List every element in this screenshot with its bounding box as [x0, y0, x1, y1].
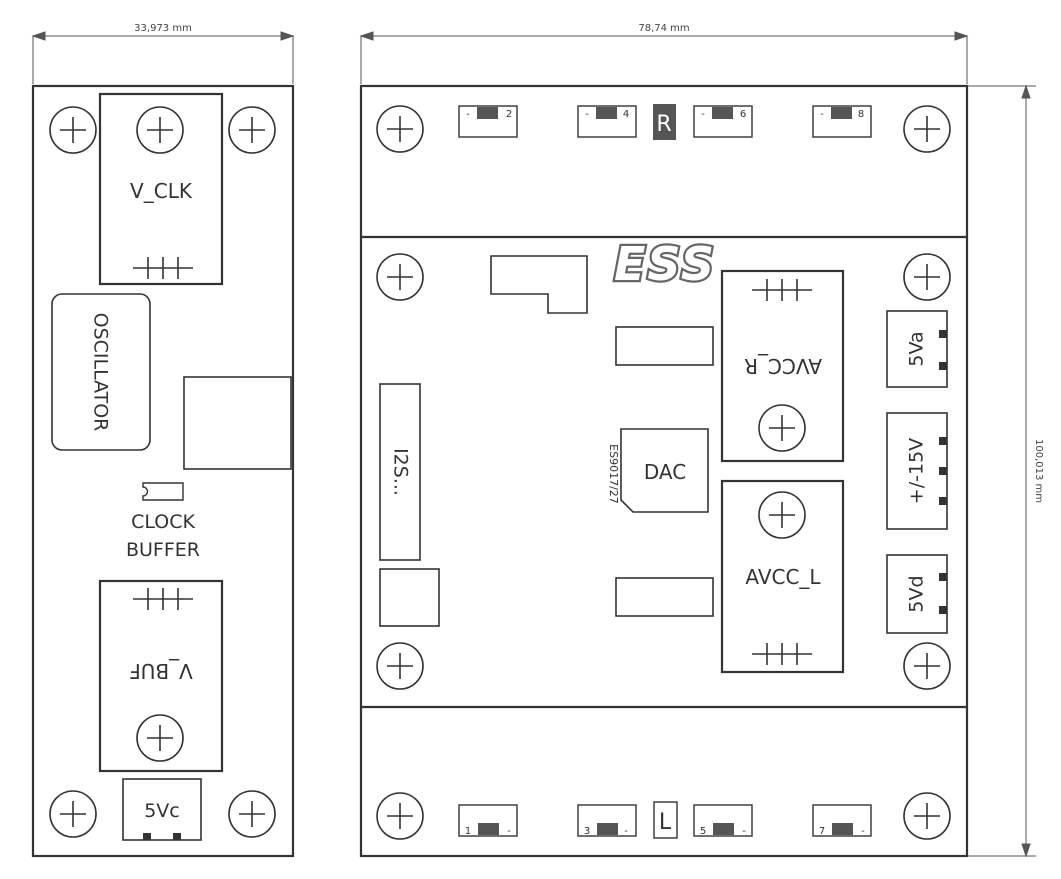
oscillator-outline	[51, 293, 151, 451]
svg-text:5Va: 5Va	[906, 331, 928, 366]
channel-l-badge	[653, 801, 678, 839]
screw-hole-icon	[758, 404, 806, 452]
connector-5vd: 5Vd	[886, 554, 948, 634]
dimension-right-width	[359, 31, 969, 84]
connector-5vc-label: 5Vc	[144, 800, 180, 822]
dac-chip	[620, 428, 709, 513]
connector-pin-icon	[173, 833, 181, 840]
svg-text:7: 7	[819, 826, 825, 837]
connector-5va: 5Va	[886, 310, 948, 388]
v-clk-regulator	[98, 92, 224, 286]
dimension-right-width-label: 78,74 mm	[638, 23, 689, 34]
svg-text:-: -	[861, 826, 865, 837]
connector-15v: +/-15V	[886, 412, 948, 530]
screw-hole-icon	[903, 253, 951, 301]
component-block	[615, 577, 714, 617]
dimension-height-label: 100,013 mm	[1033, 439, 1044, 503]
channel-l-label: L	[659, 810, 672, 835]
dac-label: DAC	[644, 460, 686, 484]
avcc-l-label: AVCC_L	[745, 565, 821, 589]
screw-hole-icon	[49, 106, 97, 154]
svg-text:4: 4	[623, 109, 629, 120]
screw-hole-icon	[376, 105, 424, 153]
svg-text:8: 8	[858, 109, 864, 120]
clock-buffer-label-line2: BUFFER	[126, 539, 200, 561]
v-clk-label: V_CLK	[130, 179, 193, 203]
svg-text:-: -	[585, 109, 589, 120]
svg-text:-: -	[701, 109, 705, 120]
pin-header-icon	[132, 587, 194, 611]
right-board: - 2 - 4 - 6 - 8 R ESS	[359, 84, 969, 858]
i2s-header	[379, 383, 421, 561]
pin-header-icon	[751, 642, 813, 666]
dimension-height	[968, 84, 1036, 858]
svg-text:2: 2	[506, 109, 512, 120]
chip-part-number: ES9017/27	[607, 444, 620, 504]
screw-hole-icon	[903, 642, 951, 690]
top-output-4: - 4	[577, 105, 637, 138]
screw-hole-icon	[903, 792, 951, 840]
l-shaped-header	[490, 255, 588, 314]
screw-hole-icon	[136, 106, 184, 154]
top-output-6: - 6	[693, 105, 753, 138]
svg-text:5: 5	[700, 826, 706, 837]
avcc-r-regulator	[720, 269, 845, 463]
screw-hole-icon	[136, 714, 184, 762]
clock-buffer-chip-icon	[142, 482, 184, 501]
left-board: V_CLK OSCILLATOR CLOCK BUFFER V_BUF 5Vc	[31, 84, 295, 858]
avcc-r-label: AVCC_R	[744, 354, 822, 378]
clock-buffer-label-line1: CLOCK	[131, 511, 195, 533]
i2s-label: I2S...	[390, 448, 412, 496]
top-output-2: - 2	[458, 105, 518, 138]
connector-5vc	[122, 778, 202, 841]
screw-hole-icon	[228, 106, 276, 154]
screw-hole-icon	[228, 790, 276, 838]
svg-text:-: -	[466, 109, 470, 120]
screw-hole-icon	[376, 792, 424, 840]
svg-text:5Vd: 5Vd	[906, 575, 928, 612]
screw-hole-icon	[376, 642, 424, 690]
v-buf-regulator	[98, 579, 224, 773]
small-component-block	[379, 568, 440, 627]
svg-text:6: 6	[740, 109, 746, 120]
svg-text:-: -	[820, 109, 824, 120]
svg-text:-: -	[507, 826, 511, 837]
svg-text:-: -	[624, 826, 628, 837]
avcc-l-regulator	[720, 479, 845, 674]
bottom-output-1: 1 -	[458, 804, 518, 837]
channel-r-badge	[653, 104, 676, 140]
oscillator-label: OSCILLATOR	[90, 313, 112, 432]
channel-r-label: R	[656, 112, 671, 137]
dimension-left-width	[31, 31, 295, 84]
svg-text:+/-15V: +/-15V	[906, 438, 928, 504]
dimension-left-width-label: 33,973 mm	[134, 23, 192, 34]
screw-hole-icon	[903, 105, 951, 153]
svg-text:-: -	[742, 826, 746, 837]
bottom-output-3: 3 -	[577, 804, 637, 837]
pin-header-icon	[751, 278, 813, 302]
svg-text:1: 1	[465, 826, 471, 837]
edge-connector-block	[183, 376, 292, 470]
svg-text:3: 3	[584, 826, 590, 837]
v-buf-label: V_BUF	[129, 659, 193, 683]
component-block	[615, 326, 714, 366]
bottom-output-7: 7 -	[812, 804, 872, 837]
pin-header-icon	[132, 256, 194, 280]
screw-hole-icon	[376, 253, 424, 301]
screw-hole-icon	[758, 491, 806, 539]
connector-pin-icon	[143, 833, 151, 840]
bottom-output-5: 5 -	[693, 804, 753, 837]
top-output-8: - 8	[812, 105, 872, 138]
screw-hole-icon	[49, 790, 97, 838]
ess-logo: ESS	[614, 237, 716, 291]
